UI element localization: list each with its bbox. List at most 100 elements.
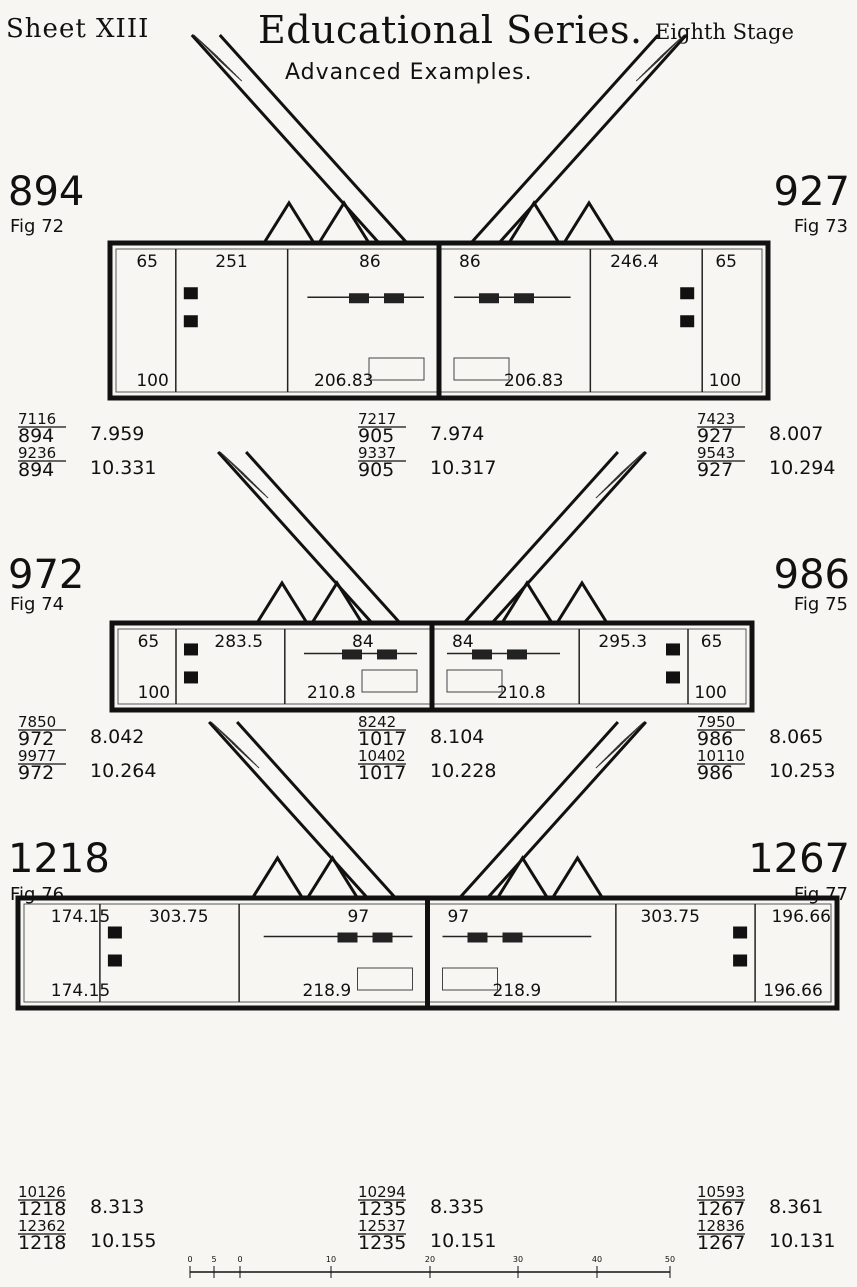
room-area-label: 218.9 (493, 981, 542, 1001)
ratio-numerator: 12836 (697, 1217, 745, 1235)
ratio-value: 7.974 (430, 423, 484, 445)
stove (184, 671, 198, 684)
figure-label: Fig 75 (794, 594, 848, 615)
ratio-denominator: 1017 (358, 762, 406, 784)
ratio-denominator: 894 (18, 425, 54, 447)
ratio-denominator: 1218 (18, 1198, 66, 1220)
ratio-numerator: 7850 (18, 713, 56, 731)
scale-tick-label: 5 (211, 1255, 216, 1264)
scale-tick-label: 10 (326, 1255, 336, 1264)
figure-number: 1267 (748, 836, 850, 882)
stove (107, 926, 122, 939)
ratio-numerator: 10126 (18, 1183, 66, 1201)
room-area-label: 303.75 (640, 907, 699, 927)
scale-tick-label: 50 (665, 1255, 675, 1264)
ratio-value: 8.007 (769, 423, 823, 445)
fixture (372, 932, 393, 943)
ratio-value: 8.104 (430, 726, 484, 748)
wing-wall (216, 450, 374, 625)
ratio-denominator: 986 (697, 762, 733, 784)
ratio-denominator: 1235 (358, 1198, 406, 1220)
room-area-label: 100 (138, 683, 170, 703)
stove (183, 287, 198, 300)
fixture (337, 932, 358, 943)
scale-tick-label: 20 (425, 1255, 435, 1264)
figure-number: 972 (8, 552, 84, 598)
wing-wall (207, 720, 369, 900)
ratio-value: 10.151 (430, 1230, 496, 1252)
ratio-value: 10.228 (430, 760, 496, 782)
room-area-label: 206.83 (314, 371, 373, 391)
figure-number: 894 (8, 169, 84, 215)
stair-tread (595, 475, 621, 499)
ratio-numerator: 10593 (697, 1183, 745, 1201)
ratio-denominator: 1017 (358, 728, 406, 750)
room-area-label: 97 (448, 907, 470, 927)
wing-wall (458, 720, 620, 900)
ratio-value: 8.065 (769, 726, 823, 748)
figure-label: Fig 77 (794, 884, 848, 905)
ratio-numerator: 9337 (358, 444, 396, 462)
stair-tread (234, 745, 260, 769)
wing-wall (244, 450, 402, 625)
ratio-numerator: 7423 (697, 410, 735, 428)
ratio-denominator: 972 (18, 762, 54, 784)
room-area-label: 283.5 (214, 632, 263, 652)
fixture (502, 932, 523, 943)
bay-outline (262, 200, 316, 244)
ratio-denominator: 1218 (18, 1232, 66, 1254)
ratio-value: 7.959 (90, 423, 144, 445)
wing-wall (218, 33, 409, 245)
ratio-value: 10.264 (90, 760, 156, 782)
ratio-value: 10.331 (90, 457, 156, 479)
ratio-numerator: 9543 (697, 444, 735, 462)
wing-wall (490, 450, 648, 625)
bay-outline (317, 200, 371, 244)
room-area-label: 218.9 (303, 981, 352, 1001)
room-area-label: 196.66 (763, 981, 822, 1001)
ratio-denominator: 1235 (358, 1232, 406, 1254)
ratio-value: 8.042 (90, 726, 144, 748)
figure-label: Fig 73 (794, 216, 848, 237)
figure-label: Fig 76 (10, 884, 64, 905)
stove (680, 287, 695, 300)
fixture (467, 932, 488, 943)
room-area-label: 295.3 (598, 632, 647, 652)
room-area-label: 65 (138, 632, 160, 652)
bay-outline (500, 580, 554, 624)
room-area-label: 100 (709, 371, 741, 391)
bay-outline (306, 855, 359, 899)
room-area-label: 174.15 (51, 981, 110, 1001)
room-area-label: 65 (136, 252, 158, 272)
stove (733, 926, 748, 939)
figure-number: 986 (774, 552, 850, 598)
stove (680, 315, 695, 328)
room-area-label: 251 (215, 252, 247, 272)
fixture (507, 649, 527, 660)
stove (666, 671, 680, 684)
scale-tick-label: 30 (513, 1255, 523, 1264)
bay-outline (555, 580, 609, 624)
room-area-label: 303.75 (149, 907, 208, 927)
ratio-numerator: 12362 (18, 1217, 66, 1235)
ratio-numerator: 12537 (358, 1217, 406, 1235)
fixture (479, 293, 499, 304)
ratio-value: 10.131 (769, 1230, 835, 1252)
ratio-numerator: 9977 (18, 747, 56, 765)
ratio-numerator: 10294 (358, 1183, 406, 1201)
scale-tick-label: 0 (187, 1255, 192, 1264)
figure-label: Fig 74 (10, 594, 64, 615)
room-area-label: 246.4 (610, 252, 659, 272)
furniture (361, 669, 418, 693)
fixture (377, 649, 397, 660)
